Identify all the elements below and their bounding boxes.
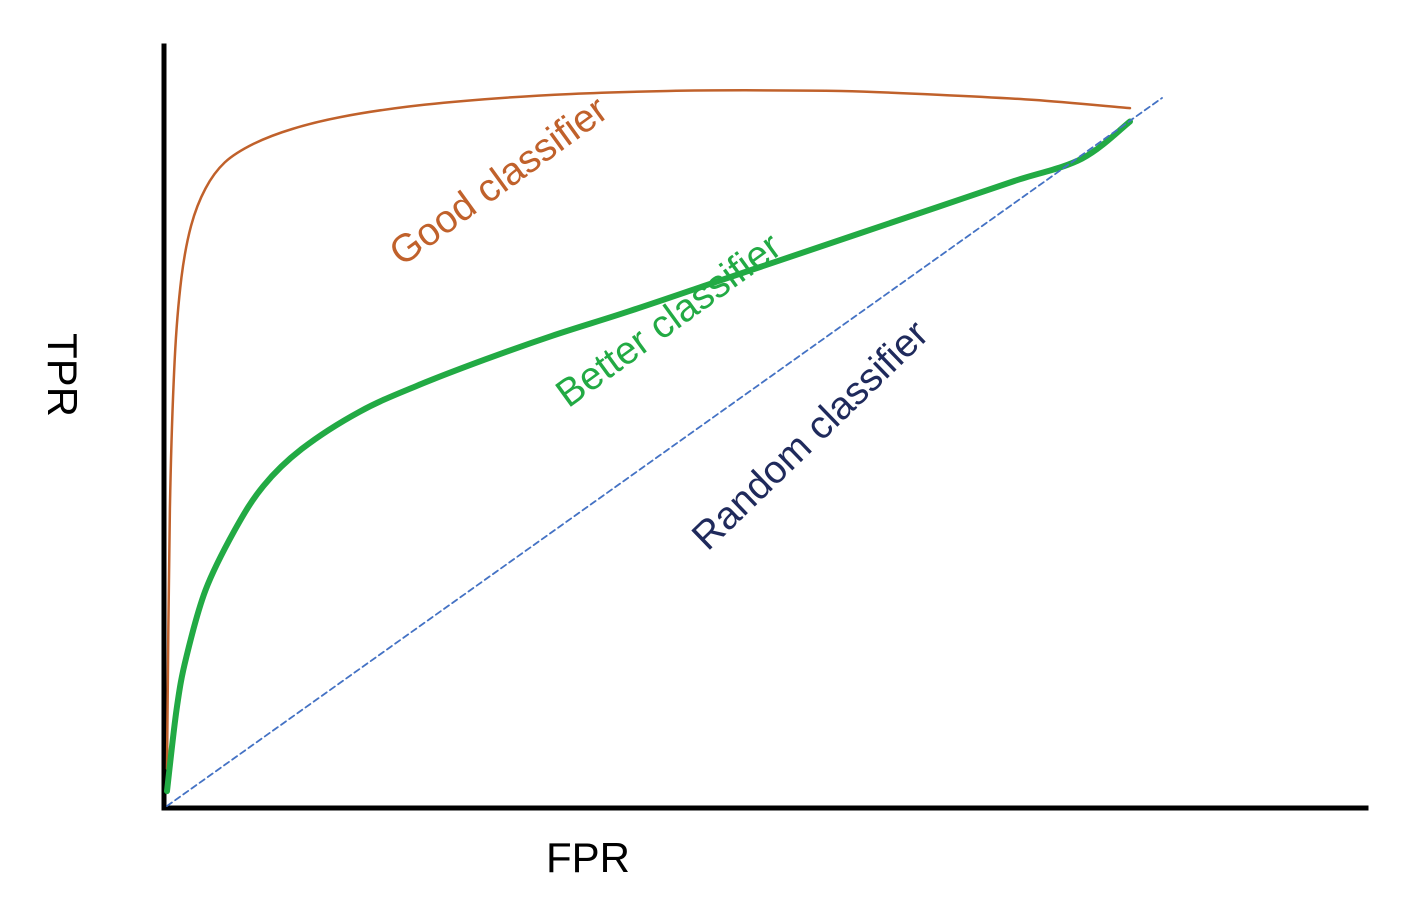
label-good-classifier: Good classifier — [382, 88, 616, 274]
label-better-classifier: Better classifier — [548, 224, 789, 415]
x-axis-title: FPR — [546, 834, 630, 881]
label-random-classifier: Random classifier — [684, 312, 937, 558]
series-line-random-classifier — [166, 97, 1163, 807]
series-line-good-classifier — [165, 89, 1132, 771]
series-layer — [164, 89, 1163, 807]
series-line-better-classifier — [164, 118, 1133, 795]
y-axis-title: TPR — [39, 333, 86, 417]
